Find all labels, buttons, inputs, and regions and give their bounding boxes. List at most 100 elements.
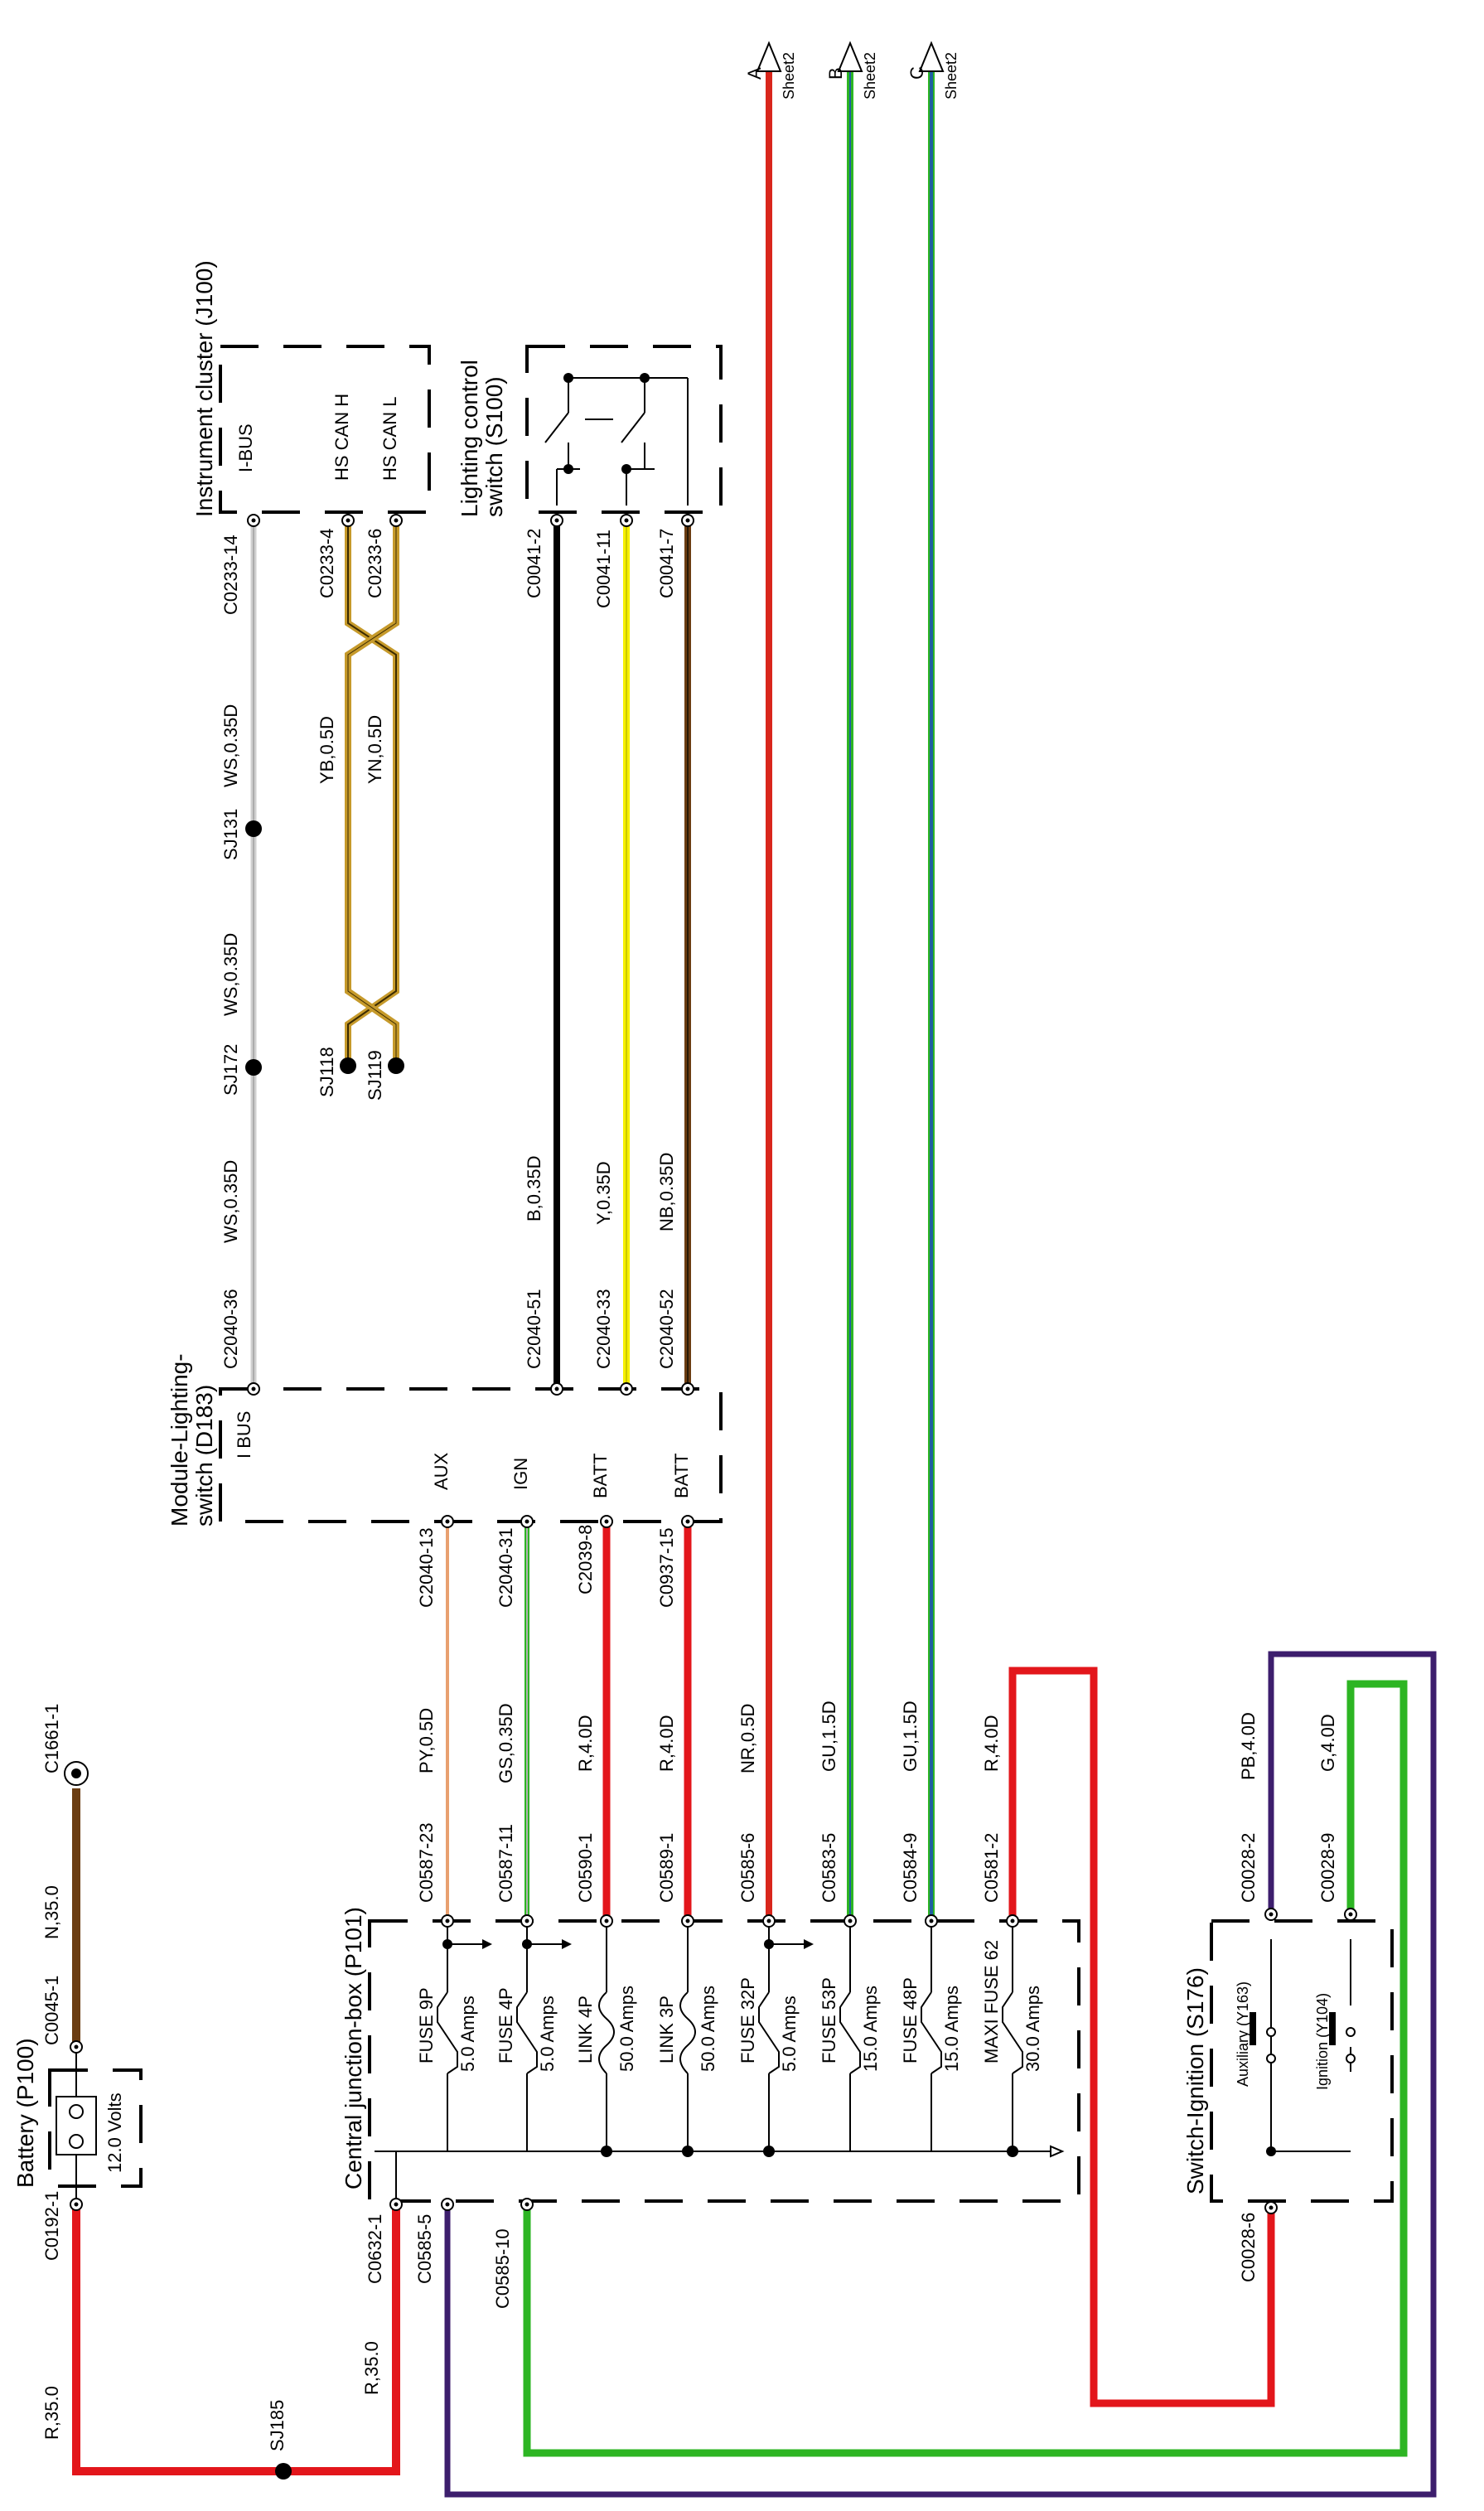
pin-marker-icon bbox=[550, 1382, 563, 1396]
arrow-sheet-a-icon bbox=[756, 41, 782, 72]
splice-sj118 bbox=[340, 1057, 356, 1074]
fuse-icon bbox=[921, 1991, 942, 2074]
conn-c2040-52: C2040-52 bbox=[656, 1289, 677, 1369]
splice-sj131 bbox=[245, 820, 262, 837]
sheet-ref-letter: C bbox=[906, 66, 927, 80]
conn-c0041-7: C0041-7 bbox=[656, 529, 677, 598]
instrument-cluster-box bbox=[219, 345, 431, 514]
pin-marker-icon bbox=[681, 1914, 694, 1928]
pin-marker-icon bbox=[681, 514, 694, 527]
pin-marker-icon bbox=[70, 2040, 83, 2054]
sheet-ref-letter: B bbox=[825, 67, 846, 80]
battery-negative-icon bbox=[69, 2104, 84, 2119]
conn-c2039-8: C2039-8 bbox=[575, 1525, 596, 1594]
sheet-ref-sheet[interactable]: Sheet2 bbox=[943, 52, 960, 99]
pin-marker-icon bbox=[441, 1515, 454, 1528]
conn-c0041-2: C0041-2 bbox=[524, 529, 544, 598]
conn-c0590-1: C0590-1 bbox=[575, 1833, 596, 1903]
wire-label-r40-c: R,4.0D bbox=[981, 1715, 1002, 1772]
pin-marker-icon bbox=[1264, 2201, 1278, 2214]
lighting-switch-contacts bbox=[544, 377, 689, 506]
pin-marker-icon bbox=[520, 1515, 534, 1528]
pin-marker-icon bbox=[341, 514, 355, 527]
conn-c0632-1: C0632-1 bbox=[365, 2214, 385, 2284]
splice-sj185 bbox=[275, 2463, 292, 2480]
wire-label-r40-a: R,4.0D bbox=[575, 1715, 596, 1772]
sheet-ref-sheet[interactable]: Sheet2 bbox=[781, 52, 797, 99]
pin-marker-icon bbox=[1006, 1914, 1019, 1928]
lighting-switch-box bbox=[525, 345, 723, 514]
splice-label-sj119: SJ119 bbox=[365, 1050, 385, 1101]
arrow-sheet-b-icon bbox=[837, 41, 863, 72]
wire-r40-ignition bbox=[1008, 1667, 1275, 2407]
sheet-ref-sheet[interactable]: Sheet2 bbox=[862, 52, 878, 99]
conn-c0233-14: C0233-14 bbox=[220, 535, 241, 615]
battery-title: Battery (P100) bbox=[12, 2038, 38, 2188]
wire-yn05 bbox=[345, 520, 399, 1061]
fuse-name: FUSE 9P bbox=[416, 1987, 437, 2063]
fuse-name: FUSE 53P bbox=[819, 1977, 839, 2063]
battery-voltage: 12.0 Volts bbox=[104, 2092, 125, 2173]
wire-label-pb40: PB,4.0D bbox=[1238, 1712, 1259, 1780]
wire-label-py05: PY,0.5D bbox=[416, 1708, 437, 1773]
switch-title-line2: switch (S100) bbox=[481, 376, 507, 517]
module-pin-batt1: BATT bbox=[590, 1453, 611, 1498]
conn-c0233-6: C0233-6 bbox=[365, 529, 385, 598]
splice-sj172 bbox=[245, 1059, 262, 1076]
ignition-switch-contacts bbox=[1270, 1939, 1351, 2152]
wire-label-gu15-b: GU,1.5D bbox=[900, 1701, 921, 1772]
fuse-rating: 15.0 Amps bbox=[941, 1986, 962, 2072]
conn-c0233-4: C0233-4 bbox=[317, 529, 337, 598]
conn-c0937-15: C0937-15 bbox=[656, 1527, 677, 1608]
wire-label-ws035-c: WS,0.35D bbox=[220, 704, 241, 787]
fuse-icon bbox=[758, 1991, 780, 2074]
fuse-rating: 50.0 Amps bbox=[698, 1986, 718, 2072]
conn-c0589-1: C0589-1 bbox=[656, 1833, 677, 1903]
wire-label-y035: Y,0.35D bbox=[593, 1161, 614, 1225]
conn-c0584-9: C0584-9 bbox=[900, 1833, 921, 1903]
module-pin-ibus: I BUS bbox=[234, 1411, 254, 1459]
wire-yb05-core bbox=[347, 520, 397, 1061]
wire-pb40 bbox=[444, 1651, 1437, 2498]
pin-marker-icon bbox=[925, 1914, 938, 1928]
pin-marker-icon bbox=[600, 1515, 613, 1528]
pin-marker-icon bbox=[520, 2198, 534, 2211]
ignition-ign-label: Ignition (Y104) bbox=[1314, 1993, 1331, 2090]
fusible-link-icon bbox=[598, 1991, 615, 2074]
wire-g40 bbox=[523, 1680, 1408, 2457]
splice-label-sj118: SJ118 bbox=[317, 1047, 337, 1097]
wire-label-gs035: GS,0.35D bbox=[495, 1703, 516, 1783]
tap-arrow-icon bbox=[804, 1939, 814, 1949]
pin-marker-icon bbox=[600, 1914, 613, 1928]
ignition-title: Switch-Ignition (S176) bbox=[1182, 1967, 1208, 2194]
wire-label-g40: G,4.0D bbox=[1317, 1714, 1338, 1772]
conn-c2040-36: C2040-36 bbox=[220, 1289, 241, 1369]
tap-arrow-icon bbox=[482, 1939, 492, 1949]
fuse-rating: 5.0 Amps bbox=[537, 1996, 558, 2072]
wire-label-ws035-a: WS,0.35D bbox=[220, 1160, 241, 1243]
tap-arrow-icon bbox=[562, 1939, 572, 1949]
switch-title-line1: Lighting control bbox=[457, 360, 482, 517]
pin-marker-icon bbox=[681, 1515, 694, 1528]
fuse-rating: 5.0 Amps bbox=[779, 1996, 800, 2072]
fuse-rating: 30.0 Amps bbox=[1022, 1986, 1043, 2072]
fuse-rating: 50.0 Amps bbox=[616, 1986, 637, 2072]
conn-c0585-10: C0585-10 bbox=[492, 2228, 513, 2309]
conn-c2040-33: C2040-33 bbox=[593, 1289, 614, 1369]
ignition-aux-label: Auxiliary (Y163) bbox=[1235, 1981, 1251, 2087]
wire-yn05-core bbox=[347, 520, 397, 1061]
cjb-title: Central junction-box (P101) bbox=[341, 1907, 366, 2189]
wire-r35-battery bbox=[72, 2204, 283, 2475]
fusible-link-icon bbox=[679, 1991, 696, 2074]
fuse-icon bbox=[437, 1991, 458, 2074]
wire-yb05 bbox=[345, 520, 399, 1061]
